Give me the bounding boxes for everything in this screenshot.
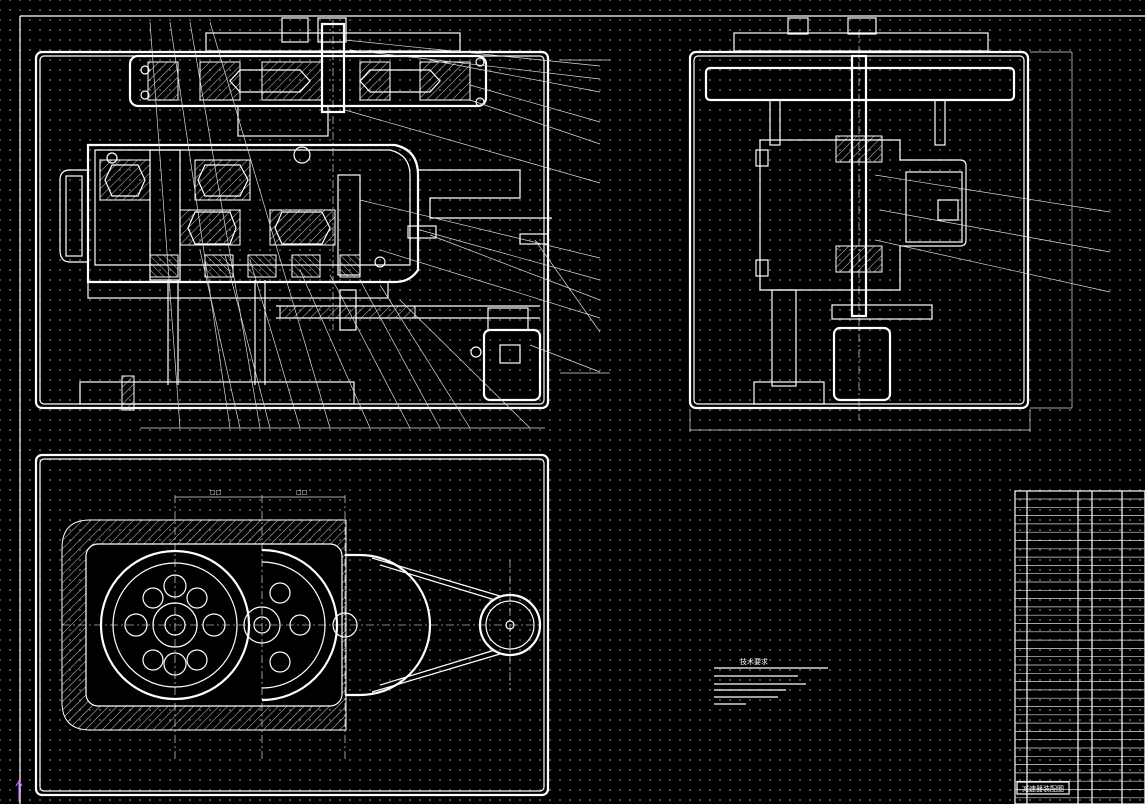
drawing-border: [19, 15, 1145, 804]
notes-heading: 技术要求: [740, 657, 768, 666]
top-view: [34, 453, 550, 797]
title-block-label: 减速器装配图: [1022, 784, 1064, 793]
parts-list: [1014, 490, 1145, 804]
dimension-label-2: □□: [296, 489, 307, 496]
front-view: [34, 17, 610, 429]
dimension-label: □□: [210, 489, 221, 496]
side-view: [688, 17, 1111, 432]
technical-notes: [714, 667, 828, 705]
ucs-icon: [15, 780, 23, 802]
